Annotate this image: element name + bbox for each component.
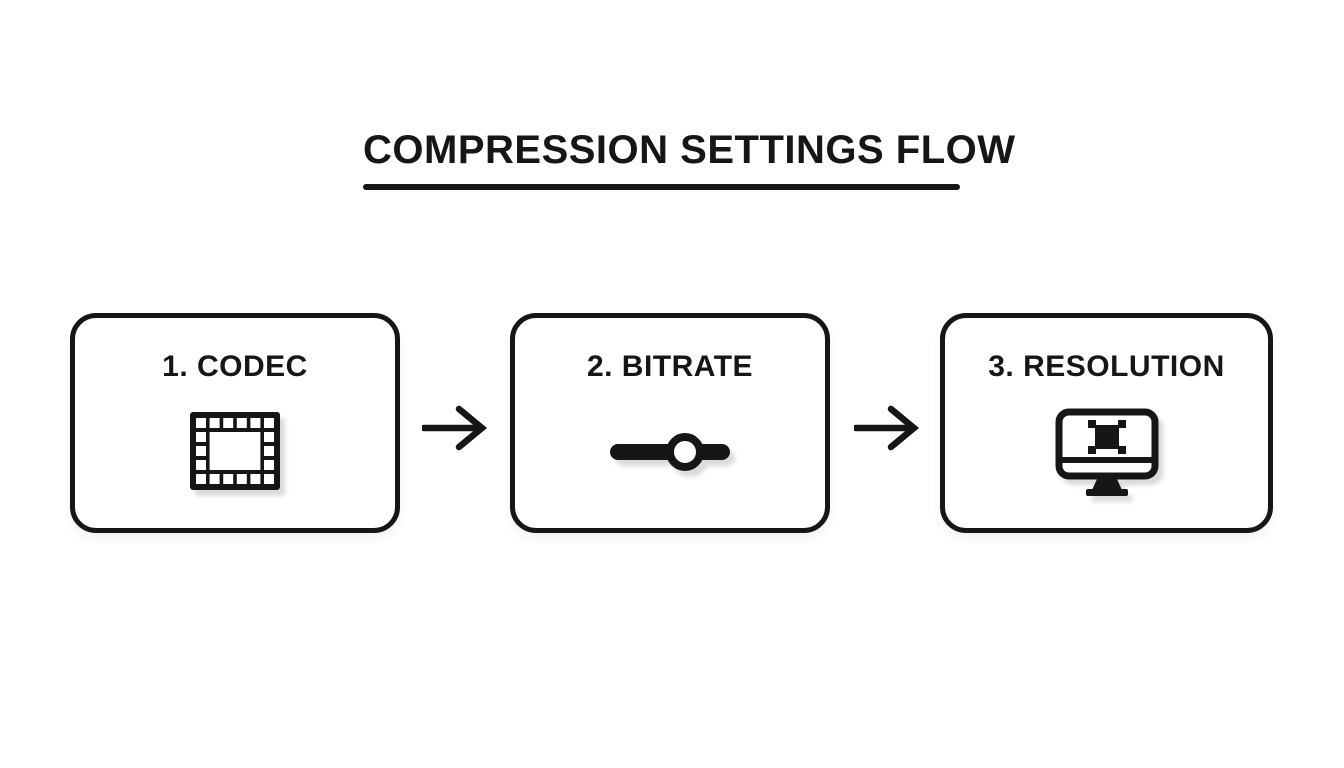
slider-icon — [608, 420, 732, 484]
step-resolution-label: 3. RESOLUTION — [988, 350, 1225, 383]
step-codec-label: 1. CODEC — [162, 350, 308, 383]
monitor-resize-icon — [1055, 408, 1159, 502]
arrow-right-icon — [854, 404, 920, 452]
arrow-right-icon — [422, 404, 488, 452]
step-bitrate-label: 2. BITRATE — [586, 350, 754, 383]
step-box-bitrate: 2. BITRATE — [510, 313, 830, 533]
title-underline — [363, 184, 960, 190]
step-box-codec: 1. CODEC — [70, 313, 400, 533]
film-frame-icon — [190, 412, 280, 490]
diagram-title: COMPRESSION SETTINGS FLOW — [363, 128, 1016, 172]
step-box-resolution: 3. RESOLUTION — [940, 313, 1273, 533]
diagram-header: COMPRESSION SETTINGS FLOW — [363, 128, 1016, 190]
